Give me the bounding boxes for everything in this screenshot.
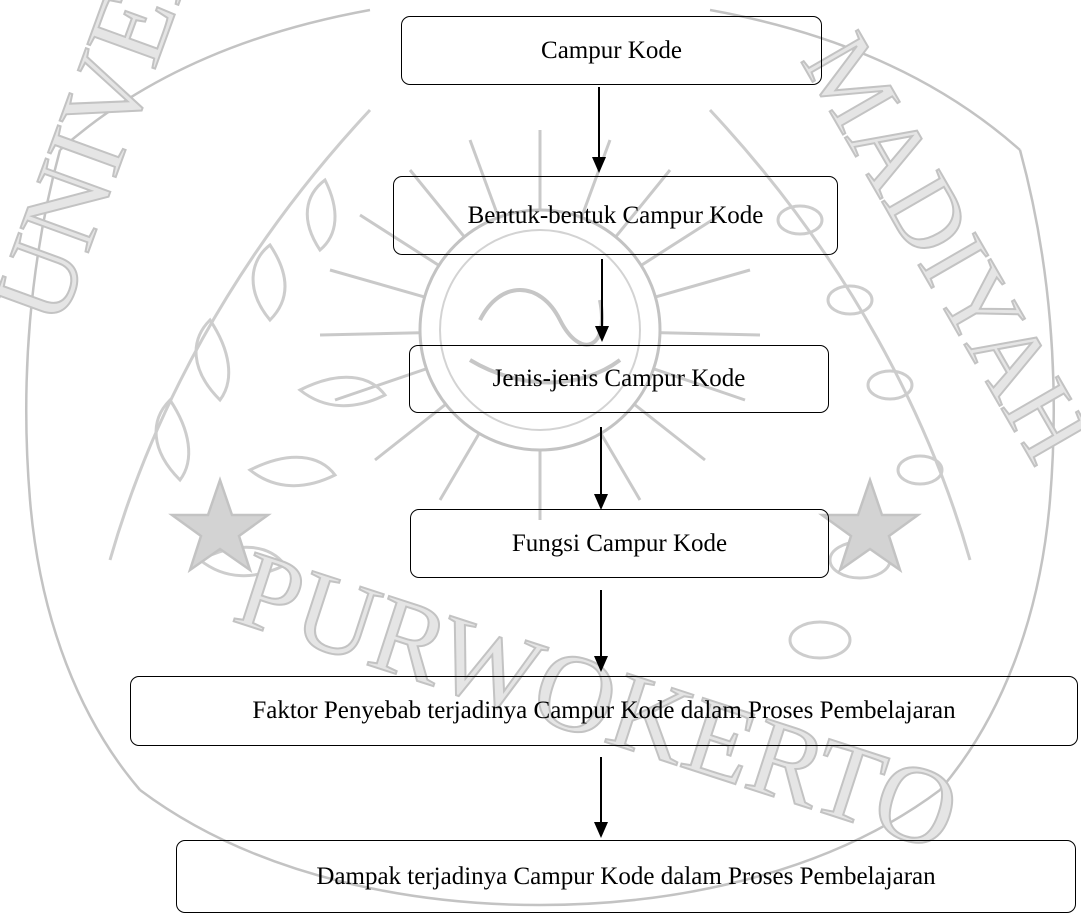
node-label: Faktor Penyebab terjadinya Campur Kode d… <box>252 697 956 724</box>
node-label: Jenis-jenis Campur Kode <box>492 365 746 392</box>
node-label: Dampak terjadinya Campur Kode dalam Pros… <box>316 862 936 890</box>
node-label: Bentuk-bentuk Campur Kode <box>467 201 764 229</box>
node-fungsi: Fungsi Campur Kode <box>410 509 829 578</box>
node-dampak: Dampak terjadinya Campur Kode dalam Pros… <box>176 840 1076 913</box>
arrow-1 <box>592 87 606 173</box>
node-faktor-penyebab: Faktor Penyebab terjadinya Campur Kode d… <box>130 676 1078 746</box>
node-bentuk-bentuk: Bentuk-bentuk Campur Kode <box>393 176 838 255</box>
node-campur-kode: Campur Kode <box>401 16 822 85</box>
arrow-3 <box>594 427 608 510</box>
node-jenis-jenis: Jenis-jenis Campur Kode <box>409 345 829 413</box>
node-label: Fungsi Campur Kode <box>511 529 728 557</box>
arrow-4 <box>594 590 608 672</box>
arrow-5 <box>594 757 608 838</box>
svg-text:UNIVERSITAS: UNIVERSITAS <box>0 0 326 338</box>
node-label: Campur Kode <box>541 36 682 64</box>
arrow-2 <box>595 259 609 342</box>
